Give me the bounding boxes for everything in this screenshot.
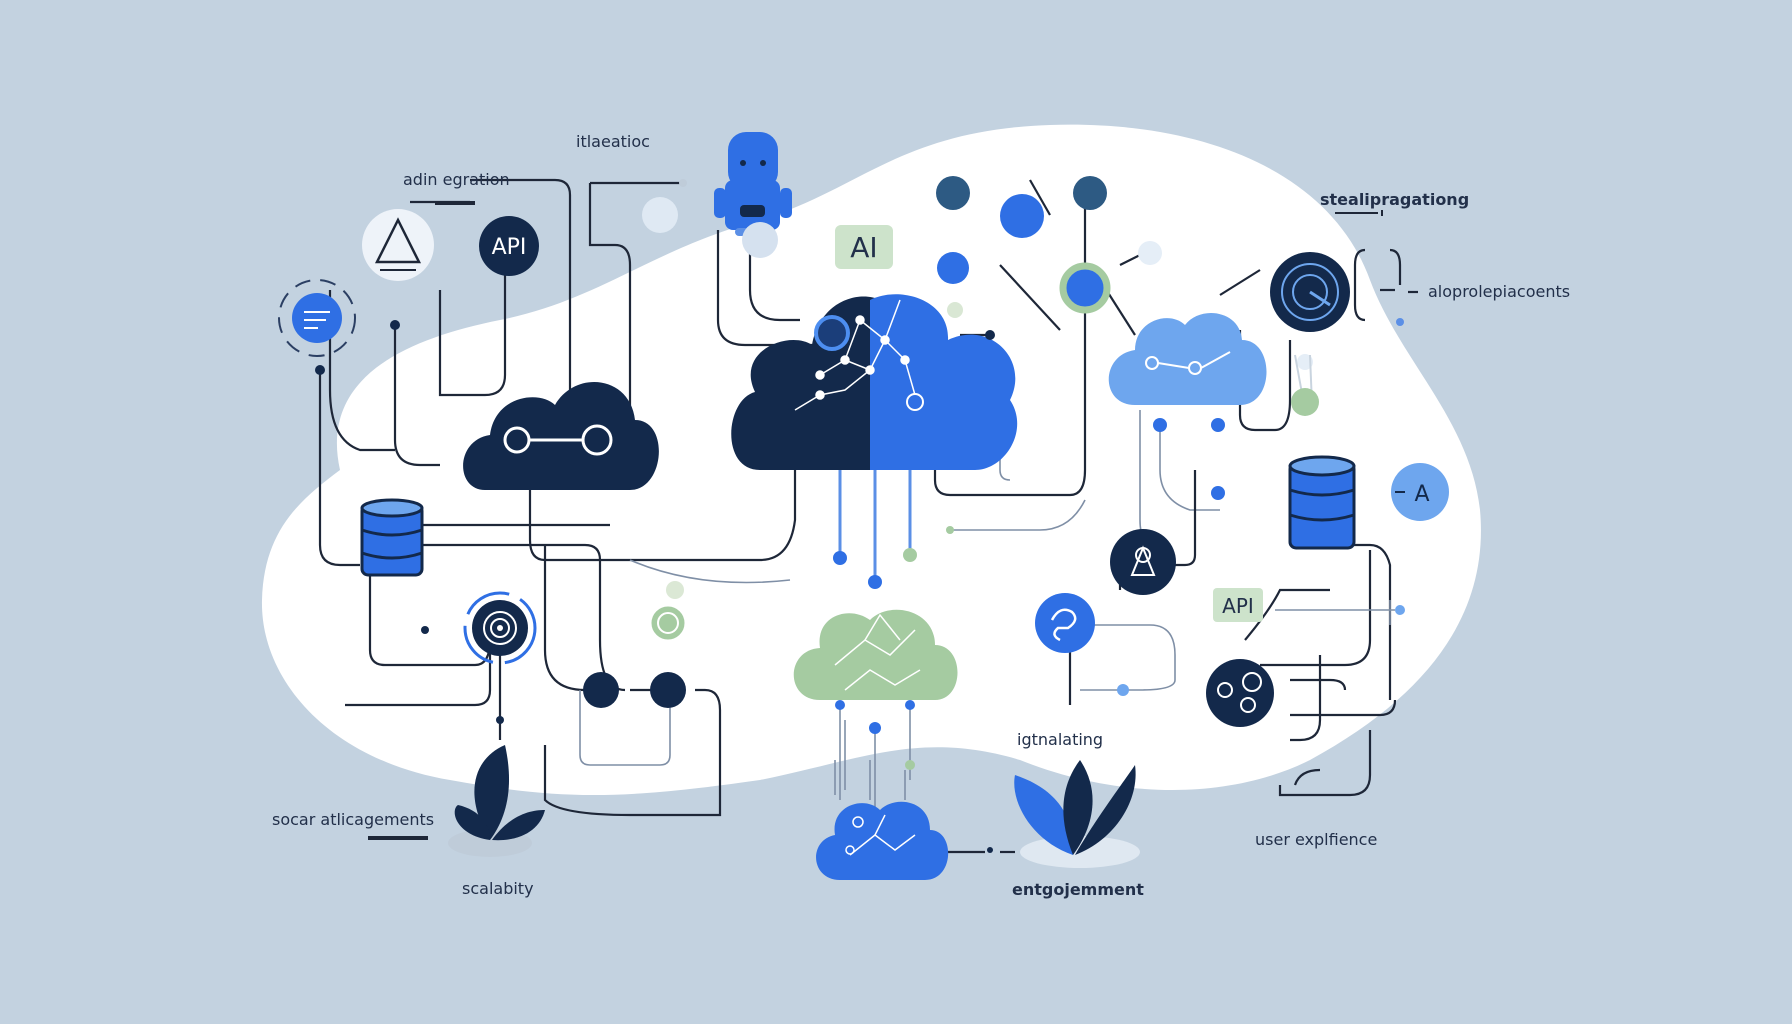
neural-network-icon <box>794 299 916 411</box>
node-icon <box>1000 194 1044 238</box>
label-integrating: igtnalating <box>1017 730 1103 749</box>
api-badge-top-text: API <box>492 235 527 260</box>
database-icon <box>1288 455 1356 550</box>
radar-icon <box>1270 252 1350 416</box>
ai-cloud <box>731 294 1018 470</box>
ai-eye-icon <box>814 315 850 351</box>
node-icon <box>650 672 686 708</box>
triangle-icon <box>362 209 434 281</box>
link-icon <box>1035 593 1095 653</box>
leaf-icon <box>1014 760 1140 868</box>
diagram-labels: itlaeatioc adin egration stealipragation… <box>272 132 1570 899</box>
api-badge-right: API <box>1213 588 1263 622</box>
cloud-icon-right <box>1108 313 1267 405</box>
document-icon <box>278 279 356 357</box>
cloud-icon-green <box>793 609 958 700</box>
label-user-experience: user explfience <box>1255 830 1377 849</box>
label-engagement: entgojemment <box>1012 880 1144 899</box>
plant-icon <box>448 745 545 857</box>
api-badge-top: API <box>479 216 539 276</box>
node-icon <box>937 252 969 284</box>
robot-icon <box>714 132 792 258</box>
label-api-integration: adin egration <box>403 170 510 189</box>
recycle-icon <box>1110 529 1176 595</box>
label-scalability-top: stealipragationg <box>1320 190 1469 209</box>
api-badge-right-text: API <box>1222 594 1254 618</box>
nodes-icon <box>1206 659 1274 727</box>
a-circle-badge-text: A <box>1414 482 1429 507</box>
node-icon <box>936 176 970 210</box>
label-implementations: aloprolepiacoents <box>1428 282 1570 301</box>
label-scalability: scalabity <box>462 879 534 898</box>
target-icon <box>463 591 537 665</box>
node-icons <box>315 176 1405 853</box>
node-icon <box>583 672 619 708</box>
ai-cloud-right <box>870 294 1018 470</box>
label-interactivity: itlaeatioc <box>576 132 650 151</box>
node-icon <box>1073 176 1107 210</box>
cloud-icon-bottom <box>816 801 949 880</box>
ai-badge-text: AI <box>850 231 877 264</box>
database-icon <box>360 498 424 577</box>
a-circle-badge: A <box>1391 463 1449 521</box>
node-icon <box>1059 262 1111 314</box>
label-social-engagements: socar atlicagements <box>272 810 434 829</box>
ai-badge: AI <box>835 225 893 269</box>
cloud-icon-left <box>463 382 659 490</box>
